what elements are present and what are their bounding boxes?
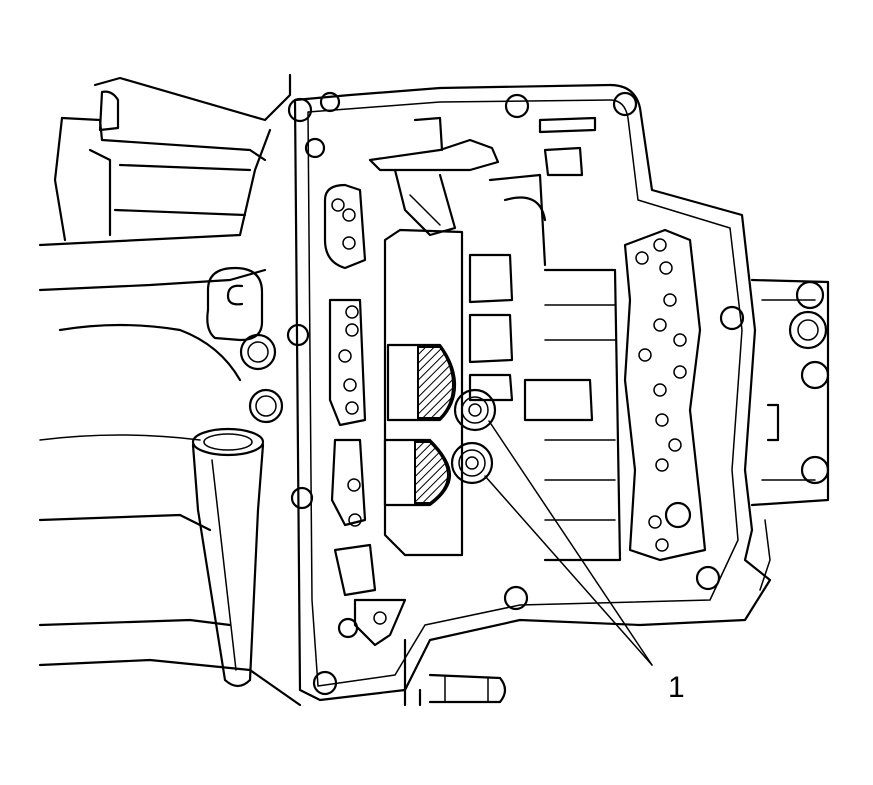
bottom-bolt — [403, 638, 507, 707]
callout-target-plugs — [450, 388, 497, 485]
right-bracket — [750, 278, 830, 591]
manual-valve-linkage — [368, 116, 597, 237]
transmission-case — [38, 73, 302, 707]
valve-body-outline — [293, 83, 772, 702]
right-channel-plate — [623, 228, 707, 562]
hatched-sections — [383, 343, 457, 507]
case-bolts — [239, 333, 284, 424]
callout-1-leaders — [484, 420, 653, 666]
filler-tube — [191, 427, 265, 688]
perimeter-bolt-holes — [286, 91, 745, 696]
case-boss — [206, 266, 264, 342]
left-channel-plate — [323, 183, 407, 647]
callout-1-label: 1 — [668, 671, 685, 704]
